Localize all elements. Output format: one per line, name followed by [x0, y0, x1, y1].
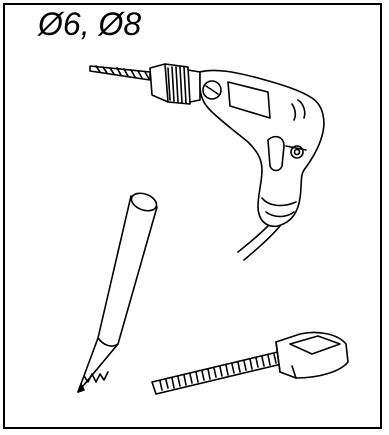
tape-measure-icon — [152, 332, 348, 394]
drill-body — [200, 70, 324, 226]
drill-bit — [90, 66, 150, 80]
power-drill-icon — [90, 64, 324, 260]
drill-cord — [238, 226, 280, 260]
drill-chuck — [150, 64, 200, 104]
pencil-icon — [78, 190, 159, 392]
